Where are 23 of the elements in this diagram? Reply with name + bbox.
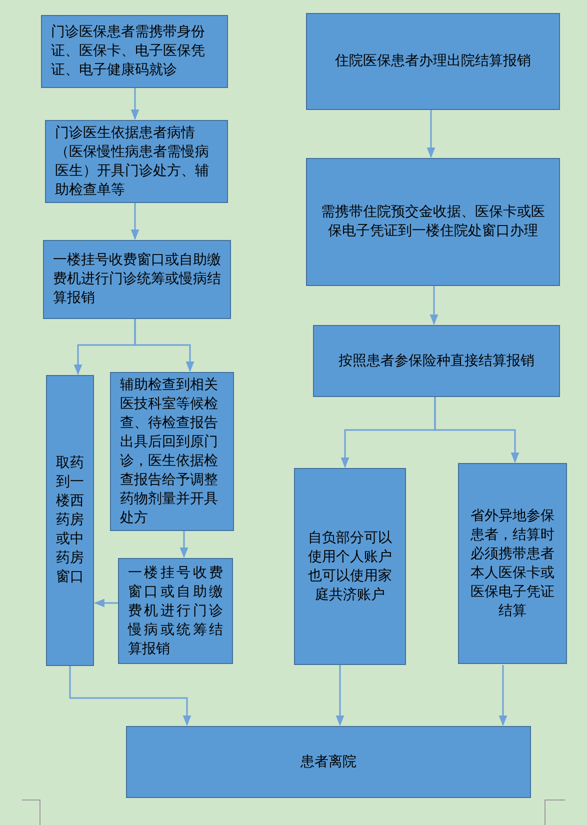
process-box: 省外异地参保患者，结算时必须携带患者本人医保卡或医保电子凭证结算 [458,463,567,664]
process-box: 门诊医生依据患者病情（医保慢性病患者需慢病医生）开具门诊处方、辅助检查单等 [45,120,228,203]
process-box: 一楼挂号收费窗口或自助缴费机进行门诊统筹或慢病结算报销 [43,240,231,319]
arrow [180,531,188,558]
process-box: 取药到一楼西药房或中药房窗口 [46,375,94,666]
arrow [426,110,436,158]
arrow [94,598,118,608]
process-box: 门诊医保患者需携带身份证、医保卡、电子医保凭证、电子健康码就诊 [41,15,228,88]
process-box: 按照患者参保险种直接结算报销 [313,325,560,397]
arrow [434,397,520,464]
arrow [130,203,140,240]
process-box: 需携带住院预交金收据、医保卡或医保电子凭证到一楼住院处窗口办理 [306,158,560,286]
process-box: 一楼挂号收费窗口或自助缴费机进行门诊慢病或统筹结算报销 [118,558,233,664]
process-box: 住院医保患者办理出院结算报销 [306,13,560,110]
process-box: 辅助检查到相关医技科室等候检查、待检查报告出具后回到原门诊，医生依据检查报告给予调整药物剂量并开具处方 [110,372,234,531]
process-box: 自负部分可以使用个人账户也可以使用家庭共济账户 [294,468,406,665]
process-box: 患者离院 [126,726,531,798]
arrow [69,666,192,726]
arrow [336,665,344,726]
arrow [498,665,508,726]
arrow [130,88,140,120]
arrow [134,319,194,372]
arrow [430,286,438,326]
